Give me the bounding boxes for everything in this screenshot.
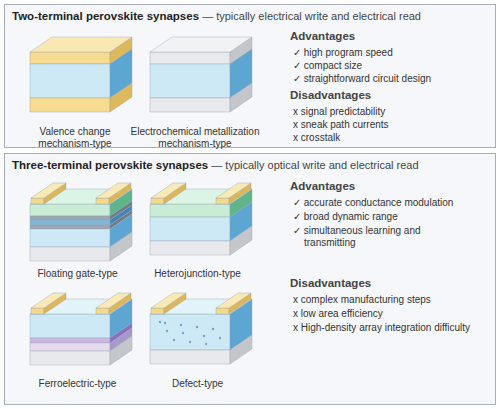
layer-side [110, 83, 132, 112]
layer-front [151, 198, 164, 204]
defect-dot [203, 335, 205, 337]
device-caption: Defect-type [135, 378, 260, 390]
list-heading: Disadvantages [290, 89, 490, 101]
list-item: x sneak path currents [293, 119, 500, 131]
layer-top [30, 37, 132, 52]
layer-top [151, 183, 186, 198]
list-item: x High-density array integration difficu… [293, 322, 474, 334]
defect-dot [212, 328, 214, 330]
layer-front [96, 308, 109, 314]
list-item: ✓ simultaneous learning and transmitting [293, 225, 474, 249]
layer-top [96, 183, 131, 198]
panel-title: Two-terminal perovskite synapses — typic… [12, 10, 421, 22]
list-item: x crosstalk [293, 132, 500, 144]
layer-side [110, 336, 132, 365]
defect-dot [159, 321, 161, 323]
panel-ground [4, 153, 496, 405]
layer-front [30, 338, 110, 343]
list-item: x low area efficiency [293, 308, 500, 320]
panel-heading: Two-terminal perovskite synapses [12, 10, 199, 22]
layer-front [30, 314, 110, 338]
layer-front [96, 198, 109, 204]
layer-side [110, 232, 132, 261]
defect-dot [219, 337, 221, 339]
layer-front [31, 308, 44, 314]
list-item: x signal predictability [293, 106, 500, 118]
layer-front [30, 225, 110, 229]
layer-top [151, 293, 186, 308]
layer-front [216, 308, 229, 314]
layer-front [150, 52, 230, 64]
defect-dot [173, 339, 175, 341]
device-caption: Electrochemical metallization mechanism-… [125, 126, 265, 150]
layer-front [150, 217, 230, 241]
defect-dot [182, 332, 184, 334]
device-caption: Valence change mechanism-type [20, 126, 130, 150]
layer-front [216, 198, 229, 204]
layer-top [96, 293, 131, 308]
device-caption: Floating gate-type [15, 268, 140, 280]
defect-dot [205, 343, 207, 345]
layer-front [150, 204, 230, 217]
layer-front [30, 98, 110, 112]
layer-front [150, 350, 230, 364]
list-item: ✓ straightforward circuit design [293, 73, 500, 85]
layer-front [30, 220, 110, 225]
defect-dot [180, 324, 182, 326]
layer-front [30, 52, 110, 64]
layer-front [30, 351, 110, 365]
defect-dot [189, 341, 191, 343]
layer-front [30, 343, 110, 351]
list-heading: Advantages [290, 180, 490, 192]
list-item: ✓ high program speed [293, 47, 500, 59]
layer-front [30, 204, 110, 216]
layer-front [30, 247, 110, 261]
layer-side [230, 226, 252, 255]
layer-top [31, 183, 66, 198]
layer-front [150, 241, 230, 255]
panel-heading: Three-terminal perovskite synapses [12, 159, 208, 171]
layer-top [216, 183, 251, 198]
device-caption: Ferroelectric-type [15, 378, 140, 390]
list-item: x complex manufacturing steps [293, 294, 500, 306]
layer-top [31, 293, 66, 308]
layer-top [150, 37, 252, 52]
list-item: ✓ accurate conductance modulation [293, 197, 500, 209]
layer-front [151, 308, 164, 314]
layer-front [30, 216, 110, 220]
list-heading: Advantages [290, 30, 490, 42]
defect-dot [166, 330, 168, 332]
list-item: ✓ broad dynamic range [293, 211, 500, 223]
list-item: ✓ compact size [293, 60, 500, 72]
layer-front [30, 229, 110, 247]
layer-front [150, 64, 230, 98]
layer-side [230, 335, 252, 364]
defect-dot [164, 322, 166, 324]
layer-front [30, 64, 110, 98]
layer-top [216, 293, 251, 308]
layer-front [150, 314, 230, 350]
panel-subheading: — typically electrical write and electri… [202, 10, 421, 22]
defect-dot [196, 326, 198, 328]
list-heading: Disadvantages [290, 277, 490, 289]
panel-title: Three-terminal perovskite synapses — typ… [12, 159, 419, 171]
panel-subheading: — typically optical write and electrical… [211, 159, 418, 171]
device-caption: Heterojunction-type [135, 268, 260, 280]
layer-front [150, 98, 230, 112]
layer-side [230, 83, 252, 112]
layer-front [31, 198, 44, 204]
